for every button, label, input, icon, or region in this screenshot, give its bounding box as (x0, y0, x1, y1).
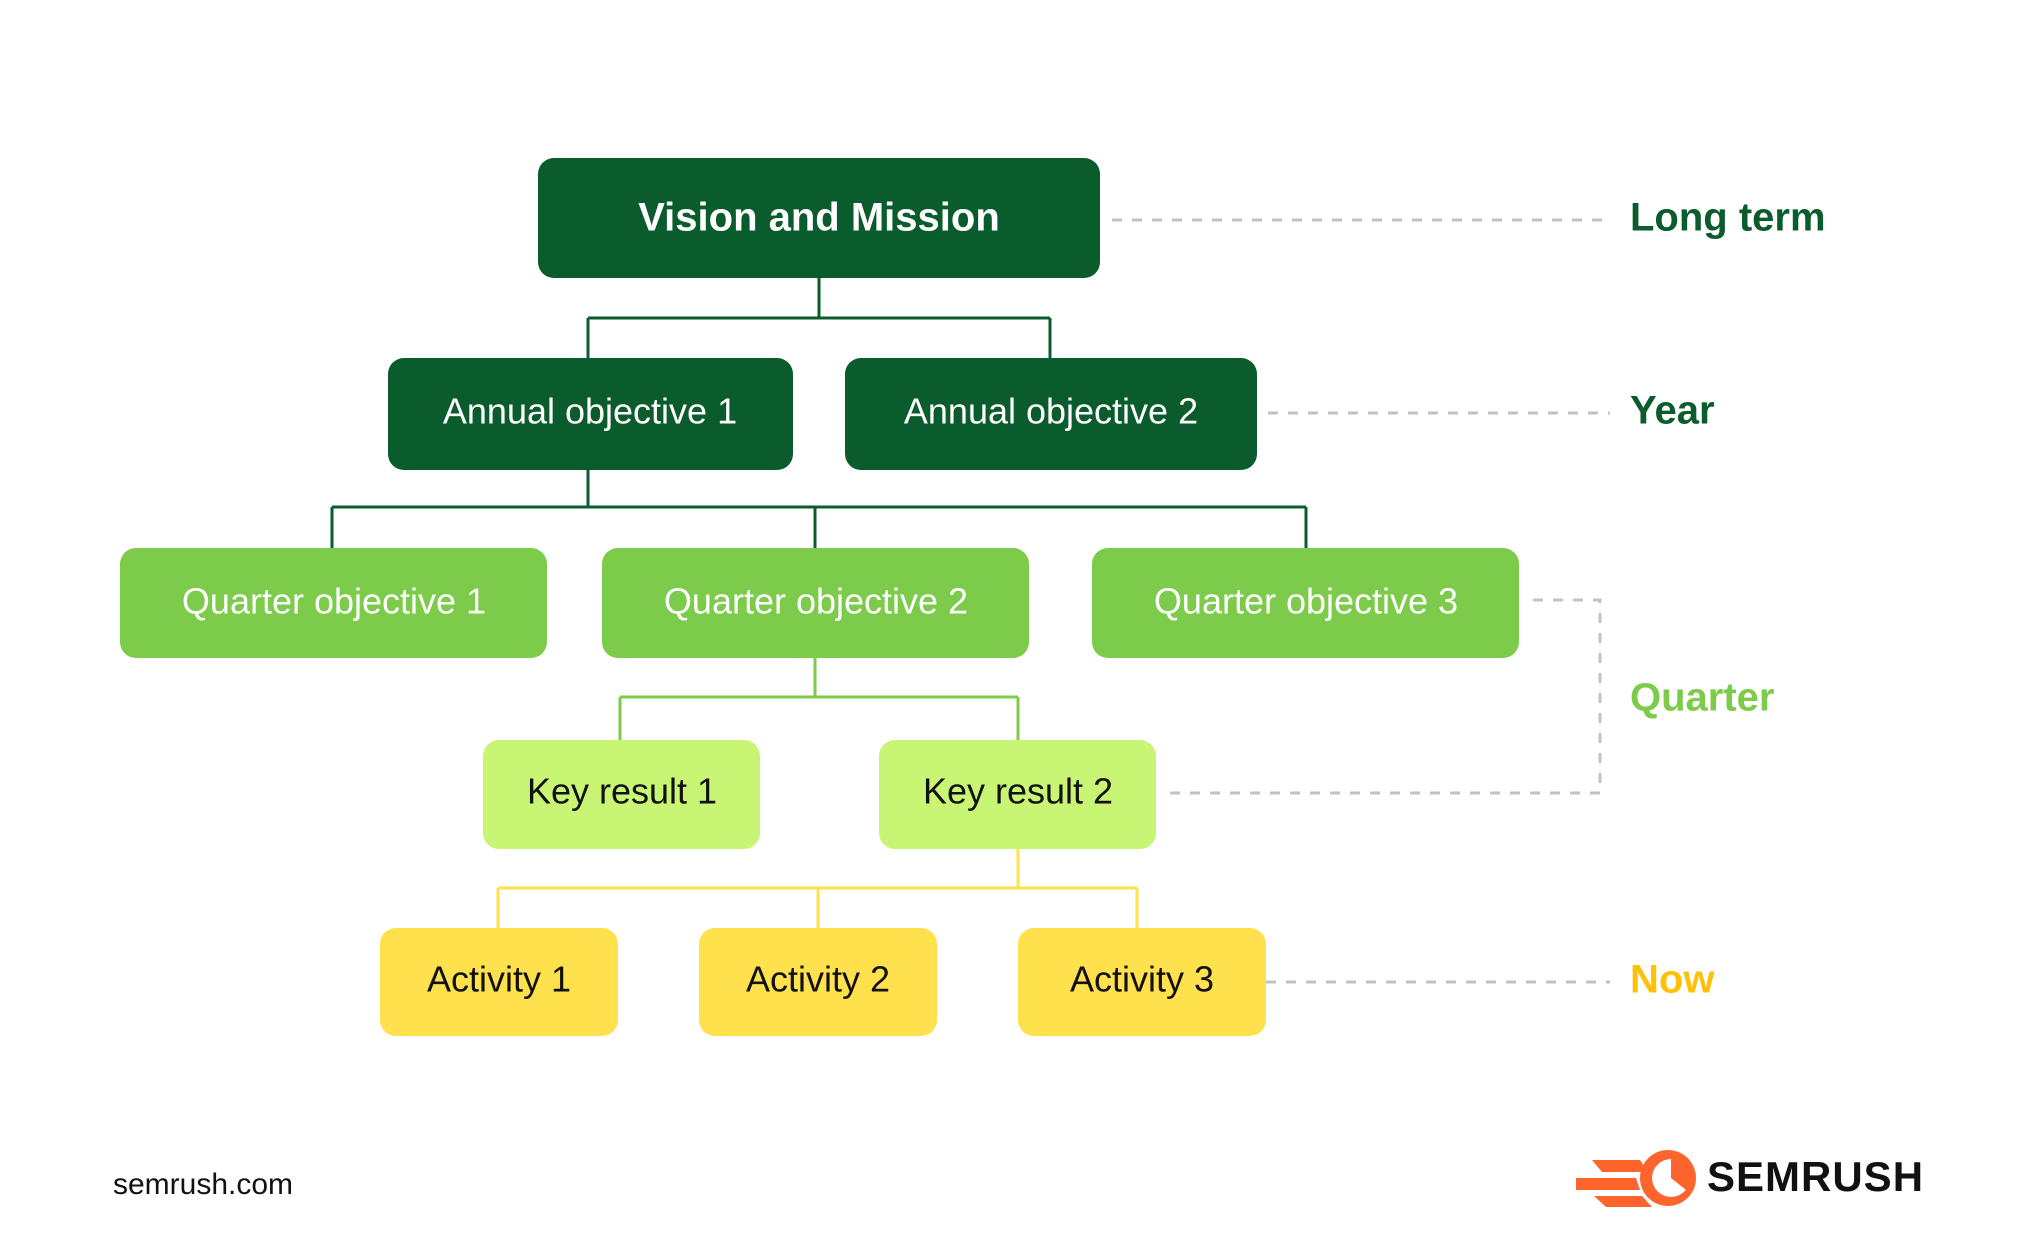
node-quarter-1-shape (120, 548, 547, 658)
level-label-long-term: Long term (1630, 196, 1826, 240)
node-annual-objective-2[interactable]: Annual objective 2 (845, 358, 1257, 470)
node-quarter-2-label: Quarter objective 2 (664, 581, 968, 622)
node-quarter-1-label: Quarter objective 1 (182, 581, 486, 622)
node-activity-2-label: Activity 2 (746, 959, 890, 1000)
node-activity-1[interactable]: Activity 1 (380, 928, 618, 1036)
semrush-wordmark: SEMRUSH (1707, 1153, 1924, 1200)
node-vision-label: Vision and Mission (638, 196, 1000, 240)
node-activity-2-shape (699, 928, 937, 1036)
node-annual-1-shape (388, 358, 793, 470)
node-annual-1-label: Annual objective 1 (443, 391, 737, 432)
node-activity-1-label: Activity 1 (427, 959, 571, 1000)
connectors-quarter-to-keyresult (618, 658, 1020, 740)
node-key-result-1-shape (483, 740, 760, 849)
leader-lines (1112, 218, 1610, 984)
node-activity-1-shape (380, 928, 618, 1036)
node-key-result-1-label: Key result 1 (527, 771, 717, 812)
semrush-comet-pointer (1671, 1158, 1691, 1190)
node-key-result-2-shape (879, 740, 1156, 849)
node-activity-2[interactable]: Activity 2 (699, 928, 937, 1036)
node-activity-3[interactable]: Activity 3 (1018, 928, 1266, 1036)
semrush-logo: SEMRUSH (1576, 1150, 1924, 1207)
level-label-quarter: Quarter (1630, 676, 1775, 720)
connectors-annual-to-quarter (330, 470, 1308, 548)
node-vision-and-mission[interactable]: Vision and Mission (538, 158, 1100, 278)
connectors-keyresult-to-activity (496, 849, 1139, 928)
node-annual-2-shape (845, 358, 1257, 470)
connectors-vision-to-annual (586, 278, 1052, 358)
footer-site-url: semrush.com (113, 1168, 293, 1201)
node-quarter-objective-3[interactable]: Quarter objective 3 (1092, 548, 1519, 658)
level-label-now: Now (1630, 958, 1715, 1002)
node-quarter-2-shape (602, 548, 1029, 658)
node-quarter-3-shape (1092, 548, 1519, 658)
node-key-result-2-label: Key result 2 (923, 771, 1113, 812)
node-annual-2-label: Annual objective 2 (904, 391, 1198, 432)
node-quarter-3-label: Quarter objective 3 (1154, 581, 1458, 622)
node-quarter-objective-2[interactable]: Quarter objective 2 (602, 548, 1029, 658)
node-activity-3-label: Activity 3 (1070, 959, 1214, 1000)
node-annual-objective-1[interactable]: Annual objective 1 (388, 358, 793, 470)
node-quarter-objective-1[interactable]: Quarter objective 1 (120, 548, 547, 658)
node-key-result-2[interactable]: Key result 2 (879, 740, 1156, 849)
node-activity-3-shape (1018, 928, 1266, 1036)
node-key-result-1[interactable]: Key result 1 (483, 740, 760, 849)
node-vision-shape (538, 158, 1100, 278)
leader-quarter (1170, 598, 1602, 795)
level-label-year: Year (1630, 389, 1715, 433)
